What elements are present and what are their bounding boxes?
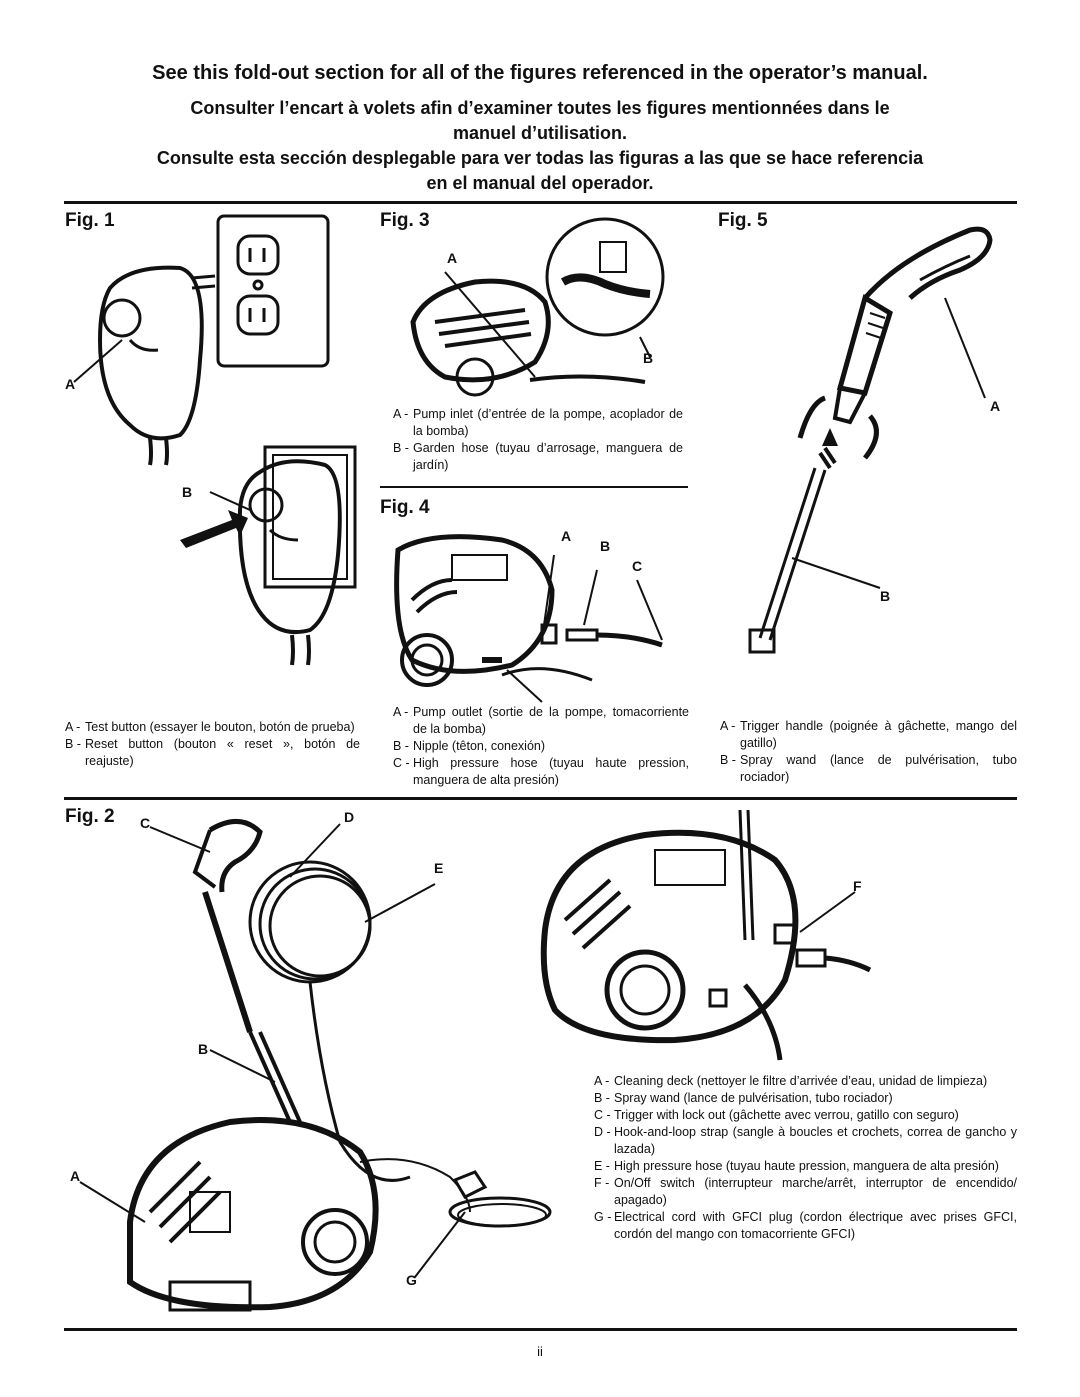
header-french-line2: manuel d’utilisation. bbox=[452, 123, 627, 143]
fig2-caption-e: E -High pressure hose (tuyau haute press… bbox=[594, 1159, 999, 1173]
fig2-caption-f: F -On/Off switch (interrupteur marche/ar… bbox=[594, 1176, 1017, 1207]
fig3-illustration bbox=[410, 217, 665, 397]
fig5-captions: A -Trigger handle (poignée à gâchette, m… bbox=[720, 718, 1017, 786]
fig4-captions: A -Pump outlet (sortie de la pompe, toma… bbox=[393, 704, 689, 789]
fig2-caption-c: C -Trigger with lock out (gâchette avec … bbox=[594, 1108, 959, 1122]
fig3-caption-a: A -Pump inlet (d’entrée de la pompe, aco… bbox=[393, 407, 683, 438]
fig1-caption-a: A -Test button (essayer le bouton, botón… bbox=[65, 720, 355, 734]
fig2-callout-f: F bbox=[853, 878, 862, 894]
fig4-caption-b: B -Nipple (têton, conexión) bbox=[393, 739, 546, 753]
fig5-illustration bbox=[748, 226, 993, 654]
fig2-callout-g: G bbox=[406, 1272, 417, 1288]
fig1-callout-b: B bbox=[182, 484, 193, 500]
fig4-label: Fig. 4 bbox=[380, 497, 430, 518]
fig5-callout-b: B bbox=[880, 588, 891, 604]
fig2-caption-a: A -Cleaning deck (nettoyer le filtre d’a… bbox=[594, 1074, 988, 1088]
header-spanish-line2: en el manual del operador. bbox=[426, 173, 654, 193]
fig2-illustration-left bbox=[79, 819, 552, 1312]
fig4-callout-c: C bbox=[632, 558, 643, 574]
fig3-caption-b: B -Garden hose (tuyau d’arrosage, mangue… bbox=[393, 441, 683, 472]
fig2-captions: A -Cleaning deck (nettoyer le filtre d’a… bbox=[594, 1073, 1017, 1243]
fig1-illustration bbox=[73, 214, 357, 666]
page-number: ii bbox=[537, 1344, 543, 1359]
fig3-callout-b: B bbox=[643, 350, 654, 366]
fig3-callout-a: A bbox=[447, 250, 458, 266]
fig2-caption-g: G -Electrical cord with GFCI plug (cordo… bbox=[594, 1210, 1017, 1241]
header-spanish-line1: Consulte esta sección desplegable para v… bbox=[156, 148, 924, 168]
fig4-callout-b: B bbox=[600, 538, 611, 554]
fig4-illustration bbox=[394, 534, 663, 703]
fig3-label: Fig. 3 bbox=[380, 210, 430, 231]
fig2-callout-d: D bbox=[344, 809, 355, 825]
fig2-caption-b: B -Spray wand (lance de pulvérisation, t… bbox=[594, 1091, 893, 1105]
header-english: See this fold-out section for all of the… bbox=[152, 62, 928, 84]
fig3-fig4-divider bbox=[380, 486, 688, 488]
fig3-captions: A -Pump inlet (d’entrée de la pompe, aco… bbox=[393, 406, 683, 474]
fig5-caption-a: A -Trigger handle (poignée à gâchette, m… bbox=[720, 719, 1017, 750]
fig1-callout-a: A bbox=[65, 376, 76, 392]
fig2-callout-e: E bbox=[434, 860, 444, 876]
fig2-label: Fig. 2 bbox=[65, 806, 115, 827]
fig2-caption-d: D -Hook-and-loop strap (sangle à boucles… bbox=[594, 1125, 1017, 1156]
fig4-caption-a: A -Pump outlet (sortie de la pompe, toma… bbox=[393, 705, 689, 736]
top-rule bbox=[64, 201, 1017, 204]
fig2-callout-b: B bbox=[198, 1041, 209, 1057]
fig5-label: Fig. 5 bbox=[718, 210, 768, 231]
fig1-label: Fig. 1 bbox=[65, 210, 115, 231]
middle-rule bbox=[64, 797, 1017, 800]
fig2-illustration-right bbox=[540, 809, 872, 1061]
fig4-caption-c: C -High pressure hose (tuyau haute press… bbox=[393, 756, 689, 787]
header-french-line1: Consulter l’encart à volets afin d’exami… bbox=[190, 98, 890, 118]
fig5-caption-b: B -Spray wand (lance de pulvérisation, t… bbox=[720, 753, 1017, 784]
bottom-rule bbox=[64, 1328, 1017, 1331]
fig2-callout-a: A bbox=[70, 1168, 81, 1184]
fig1-caption-b: B -Reset button (bouton « reset », botón… bbox=[65, 737, 360, 768]
fig4-callout-a: A bbox=[561, 528, 572, 544]
fig5-callout-a: A bbox=[990, 398, 1001, 414]
fig1-captions: A -Test button (essayer le bouton, botón… bbox=[65, 719, 360, 770]
fig2-callout-c: C bbox=[140, 815, 151, 831]
